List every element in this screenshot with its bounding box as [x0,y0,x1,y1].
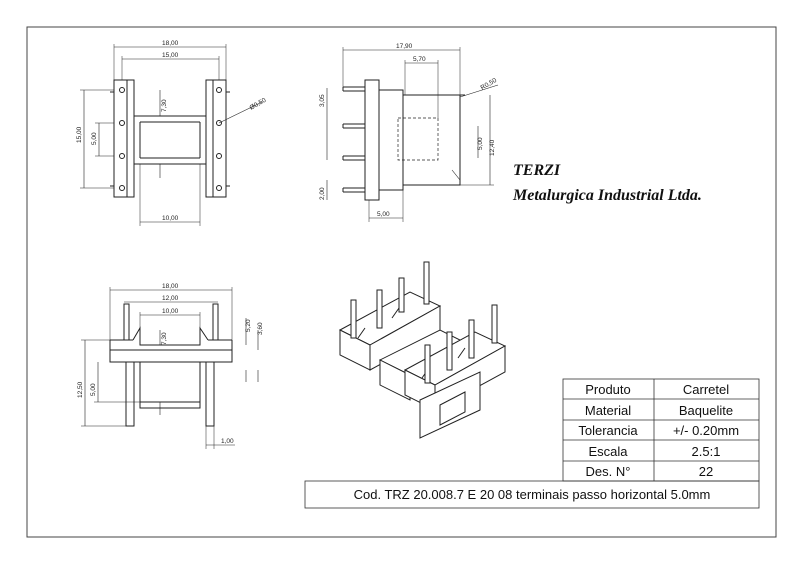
dim-top-width-overall: 18,00 [162,40,179,47]
dim-side-right-a: 5,00 [477,137,484,150]
front-view-labels: 18,00 12,00 10,00 5,20 3,60 7,30 12,50 5… [77,283,264,445]
dim-top-pin-diameter: Ø0,50 [249,97,268,112]
dim-top-bottom-width: 10,00 [162,215,179,222]
company-subtitle: Metalurgica Industrial Ltda. [512,187,702,204]
dim-side-left-bottom: 2,00 [319,187,326,200]
spec-value-produto: Carretel [683,382,729,397]
spec-value-tolerancia: +/- 0.20mm [673,423,739,438]
spec-table-text: Produto Carretel Material Baquelite Tole… [354,382,739,502]
dim-top-width-inner: 15,00 [162,52,179,59]
spec-value-des-n: 22 [699,464,713,479]
dim-front-width-mid: 12,00 [162,295,179,302]
company-name: TERZI [513,162,561,179]
isometric-view [338,261,507,439]
dim-front-left-height: 12,50 [77,381,84,398]
dim-front-right-a: 5,20 [245,319,252,332]
dim-front-depth: 7,30 [161,332,168,345]
dim-side-width-overall: 17,90 [396,43,413,50]
spec-table [304,378,760,509]
sheet-border [26,26,777,538]
side-view [326,47,499,222]
top-view [80,44,263,226]
spec-label-tolerancia: Tolerancia [578,423,638,438]
dim-side-right-b: 12,40 [489,139,496,156]
dim-top-depth: 7,30 [161,99,168,112]
top-view-left-flange [113,79,135,198]
spec-code: Cod. TRZ 20.008.7 E 20 08 terminais pass… [354,487,711,502]
spec-label-escala: Escala [588,444,628,459]
dim-top-pitch: 5,00 [91,132,98,145]
dim-side-top-step: 5,70 [413,56,426,63]
dim-front-left-inner: 5,00 [90,383,97,396]
dim-front-width-inner: 10,00 [162,308,179,315]
spec-value-escala: 2.5:1 [692,444,721,459]
dim-side-left-top: 3,05 [319,94,326,107]
spec-label-des-n: Des. N° [586,464,631,479]
dim-side-radius: R0,50 [480,77,499,92]
dim-side-bottom-width: 5,00 [377,211,390,218]
front-view [81,287,259,449]
dim-front-width-overall: 18,00 [162,283,179,290]
spec-value-material: Baquelite [679,403,733,418]
dim-front-tab: 1,00 [221,438,234,445]
top-view-labels: 18,00 15,00 15,00 5,00 7,30 Ø0,50 10,00 [76,40,268,222]
spec-label-produto: Produto [585,382,631,397]
dim-front-right-b: 3,60 [257,322,264,335]
top-view-right-flange [205,79,227,198]
dim-top-height: 15,00 [76,126,83,143]
spec-label-material: Material [585,403,631,418]
